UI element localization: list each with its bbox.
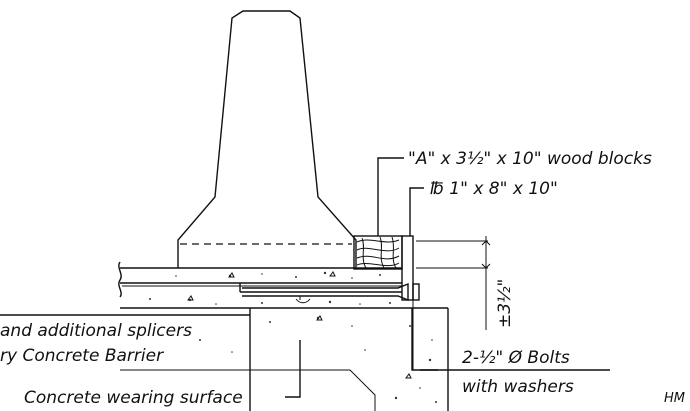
plate-label: ℔ 1" x 8" x 10" — [430, 179, 558, 199]
concrete-barrier-outline — [177, 10, 357, 268]
leader-lines — [0, 157, 610, 398]
wood-block — [353, 235, 403, 270]
dimension-label: ±3½" — [495, 279, 515, 328]
concrete-aggregate — [149, 271, 437, 403]
bolts-label-line1: 2-½" Ø Bolts — [462, 348, 570, 368]
deck-slab — [118, 261, 448, 309]
wearing-surface-label: Concrete wearing surface — [24, 388, 243, 408]
splicers-label: and additional splicers — [0, 321, 192, 341]
wood-blocks-label: "A" x 3½" x 10" wood blocks — [408, 149, 652, 169]
bolts-label-line2: with washers — [462, 377, 574, 397]
bolt-assembly — [242, 282, 420, 304]
barrier-label: ry Concrete Barrier — [0, 346, 164, 366]
corner-text: HM — [664, 391, 685, 406]
dimension-marker — [416, 236, 491, 330]
